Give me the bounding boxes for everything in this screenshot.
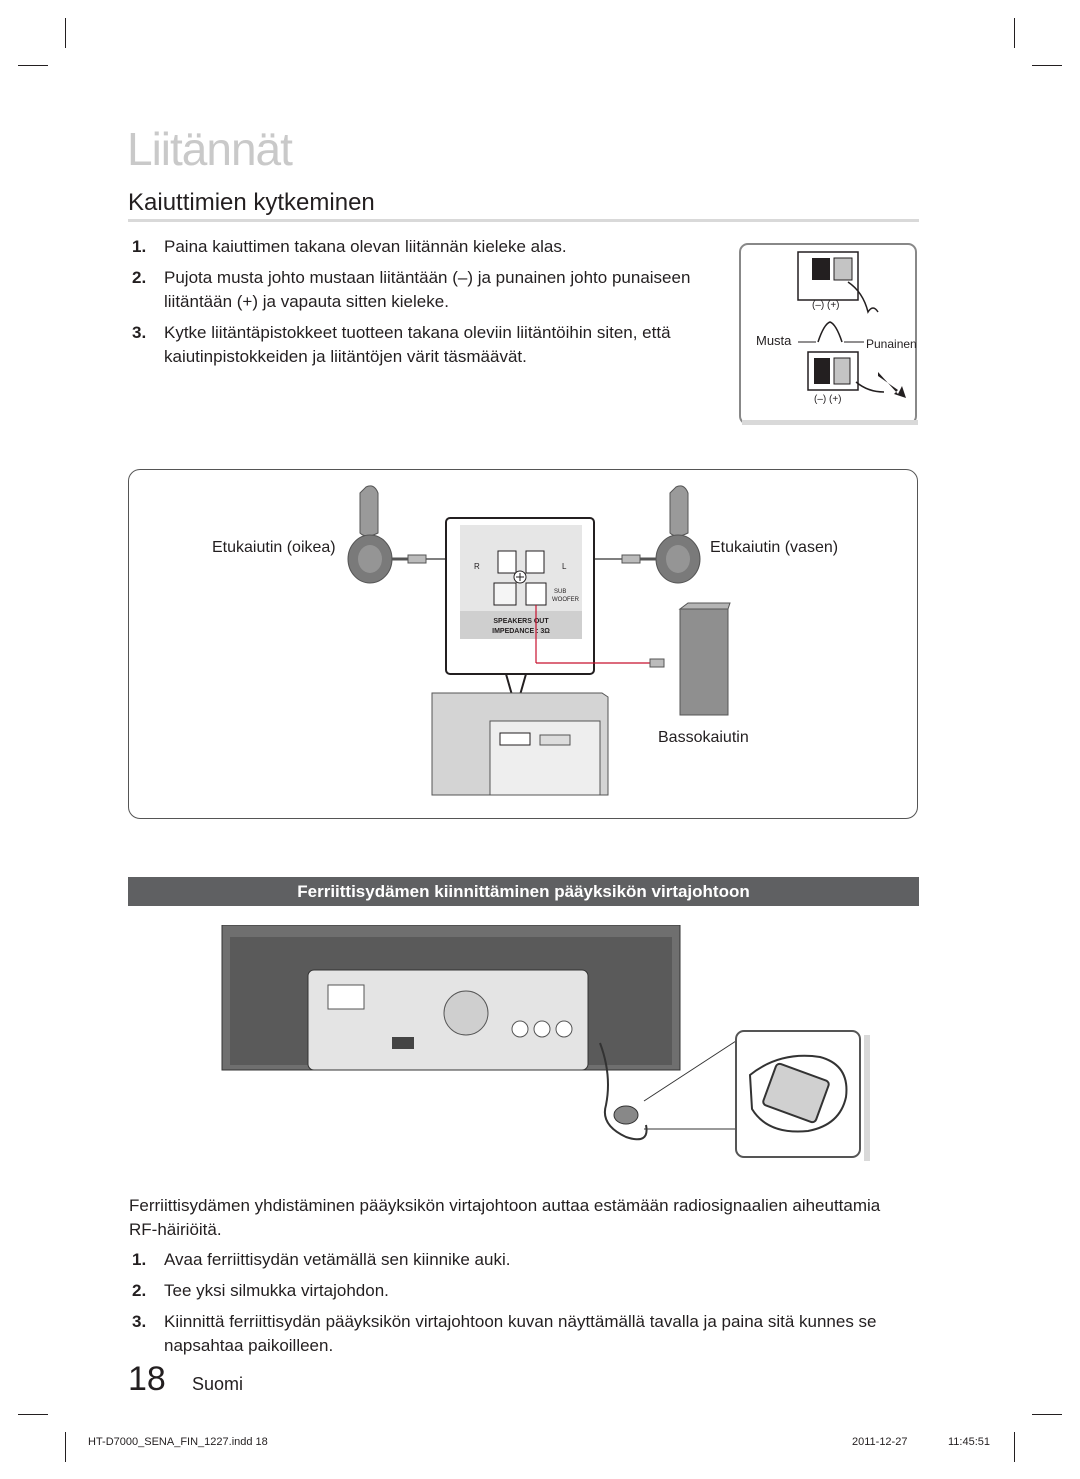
crop-mark <box>1032 1414 1062 1415</box>
front-left-speaker-icon <box>655 485 701 584</box>
crop-mark <box>1014 1432 1015 1462</box>
list-item: 1. Avaa ferriittisydän vetämällä sen kiin… <box>132 1248 912 1272</box>
step-number: 1. <box>132 237 147 256</box>
list-item: 2. Tee yksi silmukka virtajohdon. <box>132 1279 912 1303</box>
crop-mark <box>1032 65 1062 66</box>
footer-filename: HT-D7000_SENA_FIN_1227.indd 18 <box>88 1436 268 1448</box>
footer-date: 2011-12-27 <box>852 1436 908 1448</box>
panel-woofer-label: WOOFER <box>552 597 580 603</box>
step-number: 3. <box>132 1312 147 1331</box>
ferrite-heading: Ferriittisydämen kiinnittäminen pääyksik… <box>128 877 919 906</box>
crop-mark <box>65 1432 66 1462</box>
footer-time: 11:45:51 <box>948 1436 991 1448</box>
subwoofer-label: Bassokaiutin <box>658 729 749 746</box>
step-number: 2. <box>132 1281 147 1300</box>
step-text: Paina kaiuttimen takana olevan liitännän… <box>164 237 567 256</box>
front-left-speaker-label: Etukaiutin (vasen) <box>710 539 839 556</box>
panel-l-label: L <box>562 562 567 571</box>
list-item: 3. Kytke liitäntäpistokkeet tuotteen taka… <box>132 321 702 369</box>
step-number: 3. <box>132 323 147 342</box>
list-item: 1. Paina kaiuttimen takana olevan liitänn… <box>132 235 702 259</box>
page-language: Suomi <box>192 1374 244 1394</box>
crop-mark <box>1014 18 1015 48</box>
page-number: 18 <box>128 1360 166 1398</box>
section-title: Kaiuttimien kytkeminen <box>128 189 375 216</box>
panel-speakers-out-label: SPEAKERS OUT <box>493 618 549 625</box>
connection-steps: 1. Paina kaiuttimen takana olevan liitänn… <box>132 235 702 376</box>
crop-mark <box>18 1414 48 1415</box>
black-wire-label: Musta <box>756 333 792 348</box>
speaker-wiring-drawing: R L SUB WOOFER SPEAKERS OUT IMPEDANCE : … <box>347 485 731 796</box>
list-item: 3. Kiinnittä ferriittisydän pääyksikön vi… <box>132 1310 912 1358</box>
step-text: Kytke liitäntäpistokkeet tuotteen takana… <box>164 323 671 366</box>
polarity-label-bottom: (–) (+) <box>814 394 842 405</box>
panel-impedance-label: IMPEDANCE : 3Ω <box>492 628 550 635</box>
power-cord <box>599 1042 648 1141</box>
subwoofer-icon <box>678 602 731 716</box>
crop-mark <box>18 65 48 66</box>
step-text: Pujota musta johto mustaan liitäntään (–… <box>164 268 691 311</box>
main-unit-back-icon <box>431 692 609 796</box>
red-wire-label: Punainen <box>866 337 917 351</box>
step-text: Tee yksi silmukka virtajohdon. <box>164 1281 389 1300</box>
panel-sub-label: SUB <box>554 589 566 595</box>
crop-mark <box>65 18 66 48</box>
polarity-label-top: (–) (+) <box>812 300 840 311</box>
ferrite-core-icon <box>762 1062 830 1124</box>
ferrite-steps: 1. Avaa ferriittisydän vetämällä sen kiin… <box>132 1248 912 1365</box>
front-right-speaker-icon <box>347 485 393 584</box>
step-number: 2. <box>132 268 147 287</box>
ferrite-core-illustration <box>221 925 870 1161</box>
panel-r-label: R <box>474 562 480 571</box>
speaker-connection-diagram <box>128 469 918 819</box>
step-text: Avaa ferriittisydän vetämällä sen kiinni… <box>164 1250 511 1269</box>
section-rule <box>128 219 919 222</box>
front-right-speaker-label: Etukaiutin (oikea) <box>212 539 336 556</box>
push-arrow-icon <box>878 372 906 398</box>
step-number: 1. <box>132 1250 147 1269</box>
speaker-terminal-illustration: (–) (+) Musta Punainen (–) (+) <box>739 243 918 425</box>
ferrite-intro: Ferriittisydämen yhdistäminen pääyksikön… <box>129 1196 881 1239</box>
list-item: 2. Pujota musta johto mustaan liitäntään … <box>132 266 702 314</box>
step-text: Kiinnittä ferriittisydän pääyksikön virt… <box>164 1312 877 1355</box>
chapter-title: Liitännät <box>127 123 293 175</box>
